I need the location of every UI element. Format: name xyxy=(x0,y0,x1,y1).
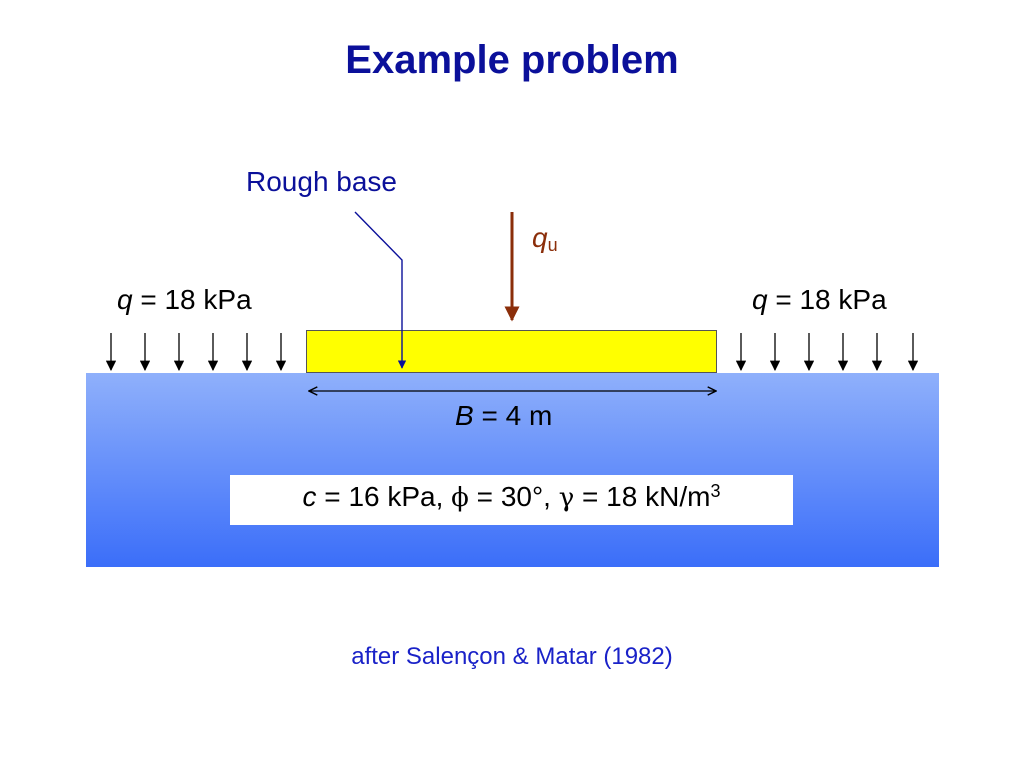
phi-symbol: ϕ xyxy=(451,483,469,513)
surcharge-left-symbol: q xyxy=(117,284,133,315)
footing-width-symbol: B xyxy=(455,400,474,431)
footing-width-label: B = 4 m xyxy=(455,400,552,432)
soil-region xyxy=(86,373,939,567)
footing xyxy=(306,330,717,373)
surcharge-left-arrows xyxy=(105,333,287,372)
cohesion-value: = 16 kPa, xyxy=(316,481,452,512)
citation: after Salençon & Matar (1982) xyxy=(351,643,673,670)
surcharge-left-label: q = 18 kPa xyxy=(117,284,252,316)
gamma-value: = 18 kN/m xyxy=(574,481,711,512)
soil-properties-text: c = 16 kPa, ϕ = 30°, γ = 18 kN/m3 xyxy=(230,481,793,513)
surcharge-right-label: q = 18 kPa xyxy=(752,284,887,316)
cohesion-symbol: c xyxy=(302,481,317,512)
gamma-symbol: γ xyxy=(558,483,575,513)
surcharge-right-value: = 18 kPa xyxy=(767,284,887,315)
phi-value: = 30°, xyxy=(468,481,559,512)
surcharge-left-value: = 18 kPa xyxy=(132,284,252,315)
soil-properties-box xyxy=(230,475,793,525)
footing-width-value: = 4 m xyxy=(473,400,553,431)
gamma-unit-exponent: 3 xyxy=(710,481,721,501)
rough-base-label: Rough base xyxy=(246,166,398,197)
qu-subscript: u xyxy=(547,235,558,255)
surcharge-right-symbol: q xyxy=(752,284,768,315)
slide-title: Example problem xyxy=(345,38,679,82)
surcharge-right-arrows xyxy=(735,333,919,372)
qu-label: qu xyxy=(532,222,558,256)
rough-base-leader xyxy=(354,211,407,369)
qu-symbol: q xyxy=(532,222,548,253)
